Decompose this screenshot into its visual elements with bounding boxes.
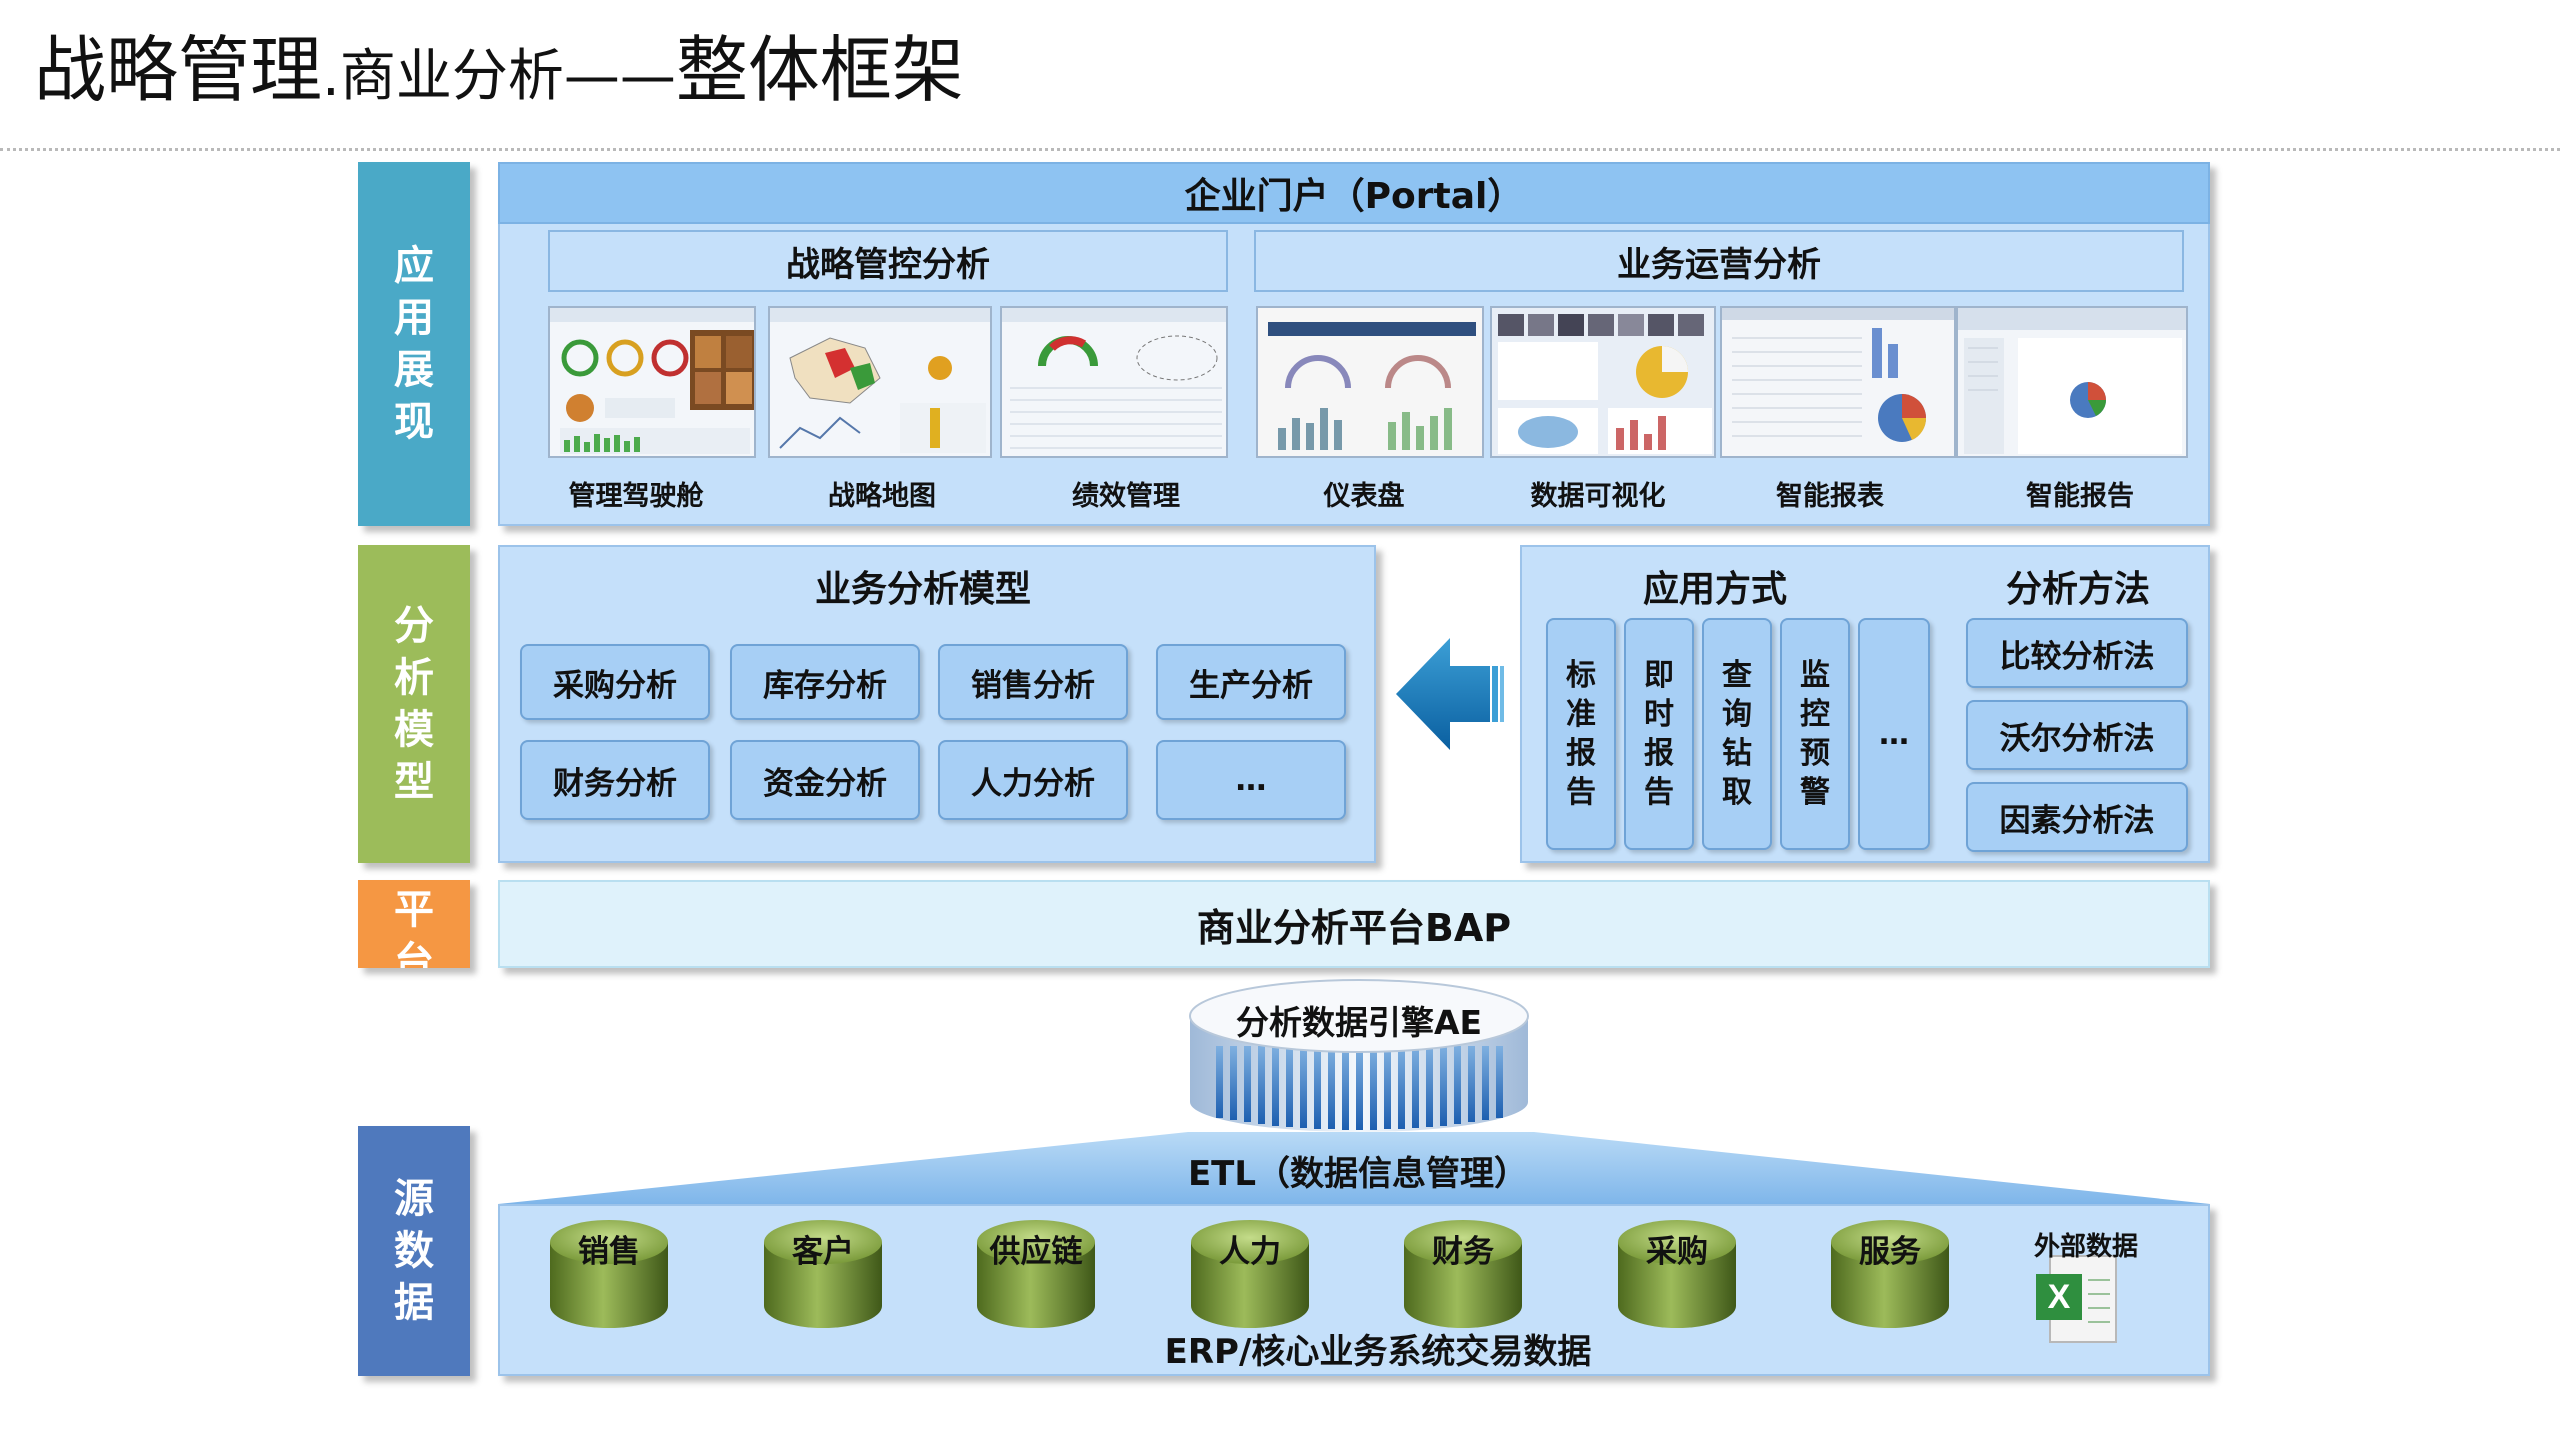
sidebar-app-char: 展 (394, 347, 434, 393)
caption-data-visualization: 数据可视化 (1530, 481, 1666, 512)
database-icon (1618, 1220, 1736, 1328)
sidebar-model-char: 型 (394, 759, 434, 805)
source-db-label: 人力 (1219, 1234, 1281, 1270)
database-icon (1191, 1220, 1309, 1328)
database-icon (1404, 1220, 1522, 1328)
database-icon (1831, 1220, 1949, 1328)
app-mode-title: 应用方式 (1642, 569, 1787, 610)
caption-smart-report-table: 智能报表 (1776, 481, 1884, 512)
sidebar-app-char: 现 (394, 399, 434, 445)
sidebar-app-char: 用 (394, 295, 434, 341)
model-button-more[interactable]: … (1156, 740, 1346, 820)
smart-report-table-thumbnail[interactable] (1720, 306, 1956, 458)
analysis-engine-label: 分析数据引擎AE (1235, 1003, 1483, 1042)
mode-standard-report[interactable]: 标准报告 (1546, 618, 1616, 850)
source-db-1[interactable]: 客户 (762, 1214, 884, 1334)
strategy-control-header: 战略管控分析 (548, 230, 1228, 292)
mode-more[interactable]: … (1858, 618, 1930, 850)
page-title: 战略管理.商业分析——整体框架 (34, 28, 964, 112)
source-db-3[interactable]: 人力 (1189, 1214, 1311, 1334)
caption-smart-report: 智能报告 (2026, 481, 2134, 512)
source-db-label: 财务 (1432, 1234, 1494, 1270)
model-button-production[interactable]: 生产分析 (1156, 644, 1346, 720)
sidebar-model-char: 析 (394, 655, 434, 701)
analysis-engine-cylinder (1186, 976, 1532, 1136)
source-db-0[interactable]: 销售 (548, 1214, 670, 1334)
left-arrow-icon (1390, 634, 1508, 754)
business-model-title: 业务分析模型 (814, 569, 1031, 610)
model-button-hr[interactable]: 人力分析 (938, 740, 1128, 820)
caption-dashboard: 仪表盘 (1323, 481, 1405, 512)
sidebar-source-char: 据 (394, 1280, 434, 1326)
sidebar-source-char: 源 (394, 1176, 434, 1222)
cockpit-thumbnail[interactable] (548, 306, 756, 458)
method-wall[interactable]: 沃尔分析法 (1966, 700, 2188, 770)
smart-report-thumbnail[interactable] (1956, 306, 2188, 458)
source-db-label: 服务 (1859, 1234, 1921, 1270)
etl-label: ETL（数据信息管理） (1187, 1154, 1529, 1194)
source-db-6[interactable]: 服务 (1829, 1214, 1951, 1334)
method-comparison[interactable]: 比较分析法 (1966, 618, 2188, 688)
portal-header[interactable]: 企业门户（Portal） (498, 162, 2210, 224)
source-db-label: 供应链 (989, 1234, 1083, 1270)
model-button-sales[interactable]: 销售分析 (938, 644, 1128, 720)
sidebar-model-char: 分 (394, 603, 434, 649)
sidebar-source-char: 数 (394, 1228, 434, 1274)
model-button-purchase[interactable]: 采购分析 (520, 644, 710, 720)
source-db-label: 客户 (792, 1234, 854, 1270)
sidebar-platform-char: 台 (394, 939, 434, 968)
caption-cockpit: 管理驾驶舱 (568, 481, 704, 512)
database-icon (977, 1220, 1095, 1328)
mode-monitor-alert[interactable]: 监控预警 (1780, 618, 1850, 850)
sidebar-source-label: 源数据 (358, 1126, 470, 1376)
source-db-4[interactable]: 财务 (1402, 1214, 1524, 1334)
external-data-label: 外部数据 (2033, 1232, 2138, 1262)
source-db-label: 采购 (1646, 1234, 1708, 1270)
source-db-label: 销售 (578, 1234, 640, 1270)
svg-text:X: X (2048, 1278, 2071, 1316)
platform-bar[interactable]: 商业分析平台BAP (498, 880, 2210, 968)
sidebar-model-label: 分析模型 (358, 545, 470, 863)
performance-thumbnail[interactable] (1000, 306, 1228, 458)
model-button-inventory[interactable]: 库存分析 (730, 644, 920, 720)
source-db-2[interactable]: 供应链 (975, 1214, 1097, 1334)
caption-performance: 绩效管理 (1072, 481, 1180, 512)
method-factor[interactable]: 因素分析法 (1966, 782, 2188, 852)
mode-query-drill[interactable]: 查询钻取 (1702, 618, 1772, 850)
external-data-icon: X (2032, 1250, 2132, 1350)
strategy-map-thumbnail[interactable] (768, 306, 992, 458)
sidebar-model-char: 模 (394, 707, 434, 753)
etl-trapezoid (498, 1132, 2210, 1204)
database-icon (764, 1220, 882, 1328)
database-icon (550, 1220, 668, 1328)
model-button-capital[interactable]: 资金分析 (730, 740, 920, 820)
dashboard-thumbnail[interactable] (1256, 306, 1484, 458)
sidebar-platform-label: 平台 (358, 880, 470, 968)
sidebar-platform-char: 平 (394, 887, 434, 933)
title-divider (0, 148, 2560, 151)
caption-strategy-map: 战略地图 (828, 481, 936, 512)
mode-instant-report[interactable]: 即时报告 (1624, 618, 1694, 850)
methods-title: 分析方法 (2005, 569, 2150, 610)
sidebar-app-label: 应用展现 (358, 162, 470, 526)
model-button-finance[interactable]: 财务分析 (520, 740, 710, 820)
sidebar-app-char: 应 (394, 243, 434, 289)
source-db-5[interactable]: 采购 (1616, 1214, 1738, 1334)
operation-analysis-header: 业务运营分析 (1254, 230, 2184, 292)
erp-label: ERP/核心业务系统交易数据 (1164, 1332, 1592, 1372)
data-visualization-thumbnail[interactable] (1490, 306, 1716, 458)
